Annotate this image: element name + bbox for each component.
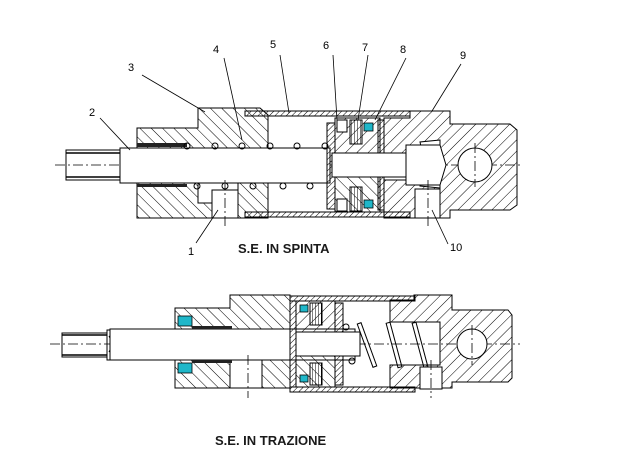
threaded-rod-end: [61, 332, 108, 358]
part-label: 6: [323, 40, 329, 52]
part-label: 3: [128, 62, 134, 74]
part-label: 5: [270, 39, 276, 51]
rod-seal-lower: [177, 362, 193, 374]
seal-upper: [299, 304, 309, 313]
view-title-trazione: S.E. IN TRAZIONE: [215, 433, 327, 448]
rear-head: [389, 294, 513, 389]
seal-lower: [363, 199, 374, 209]
part-label: 10: [450, 242, 462, 254]
part-label: 7: [362, 42, 368, 54]
part-label: 4: [213, 44, 219, 56]
piston-assembly: [289, 300, 361, 388]
part-label: 1: [188, 246, 194, 258]
front-head-upper: [174, 294, 291, 330]
front-head-lower: [136, 182, 213, 219]
seal-upper: [363, 122, 374, 132]
part-label: 2: [89, 107, 95, 119]
piston-sleeve: [331, 152, 407, 178]
barrel-tube-upper: [244, 110, 411, 117]
rod-seal-upper: [177, 315, 193, 327]
view-trazione: S.E. IN TRAZIONE: [50, 294, 520, 448]
port: [229, 359, 263, 389]
spring: [183, 142, 329, 190]
piston-rod: [119, 147, 331, 184]
seal-lower: [299, 374, 309, 383]
part-label: 9: [460, 50, 466, 62]
barrel-tube-lower: [289, 386, 416, 393]
view-title-spinta: S.E. IN SPINTA: [238, 241, 330, 256]
port-10: [414, 188, 441, 219]
part-label: 8: [400, 44, 406, 56]
piston-assembly: [326, 117, 407, 213]
view-spinta: 2 3 4 5 6 7 8 9 1 10 S.E. IN SPINTA: [55, 39, 520, 258]
